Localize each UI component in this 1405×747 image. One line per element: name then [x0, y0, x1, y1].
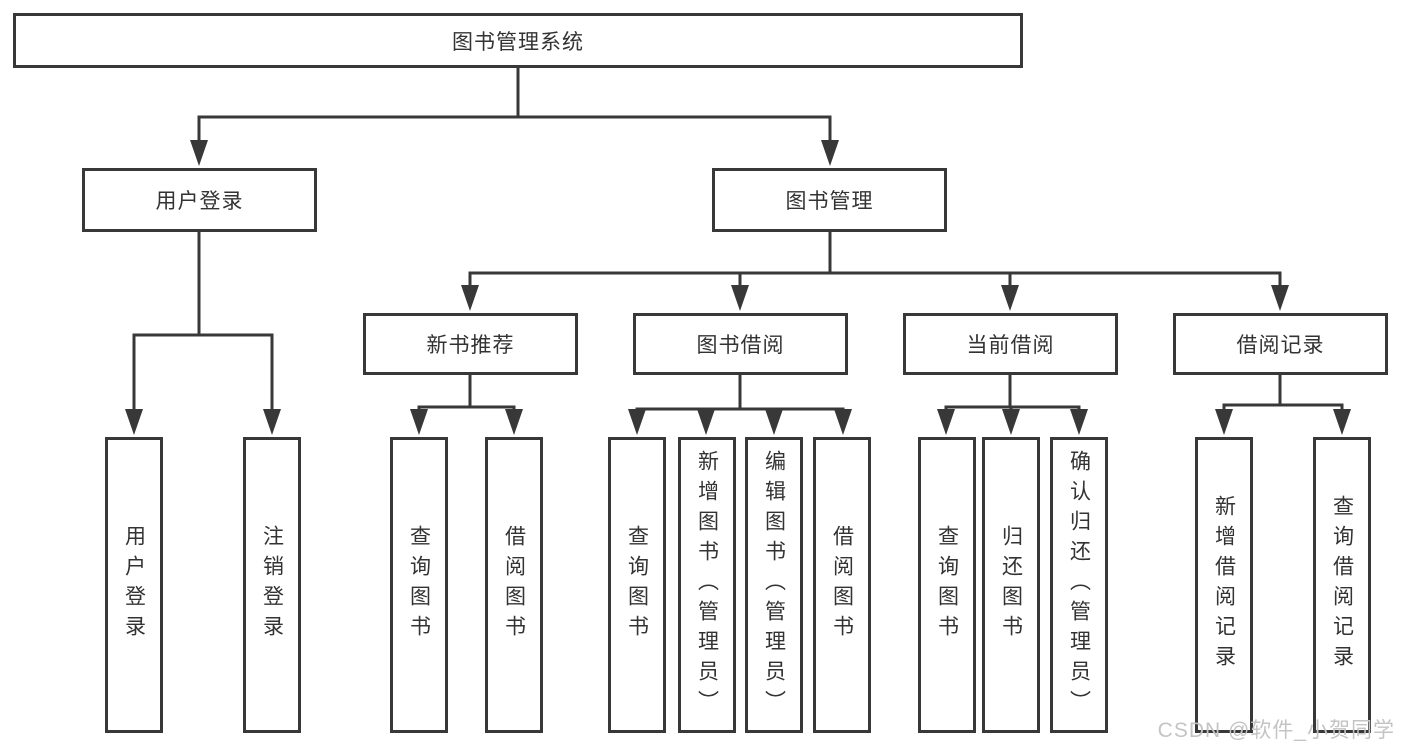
node-book-management-label: 图书管理	[785, 190, 874, 213]
flow-arrowhead-icon	[821, 140, 839, 166]
leaf-edit-books-admin: 编辑图书（管理员）	[745, 437, 803, 733]
flow-arrowhead-icon	[1001, 285, 1019, 311]
leaf-query-books-borrow-label: 查询图书	[625, 525, 649, 645]
node-user-login: 用户登录	[82, 168, 317, 232]
leaf-return-books-label: 归还图书	[999, 525, 1023, 645]
leaf-logout: 注销登录	[243, 437, 301, 733]
node-book-borrowing-label: 图书借阅	[696, 334, 785, 357]
root-node-library-system: 图书管理系统	[13, 13, 1023, 68]
node-user-login-label: 用户登录	[155, 190, 244, 213]
leaf-user-login: 用户登录	[105, 437, 163, 733]
leaf-borrow-books: 借阅图书	[813, 437, 871, 733]
flow-arrowhead-icon	[937, 409, 955, 435]
flow-arrowhead-icon	[834, 409, 852, 435]
leaf-query-borrow-record-label: 查询借阅记录	[1330, 495, 1354, 675]
flow-arrowhead-icon	[1271, 285, 1289, 311]
flow-arrowhead-icon	[263, 409, 281, 435]
node-book-management: 图书管理	[712, 168, 947, 232]
root-node-label: 图书管理系统	[452, 30, 584, 54]
leaf-add-books-admin-label: 新增图书（管理员）	[695, 450, 719, 720]
leaf-confirm-return-admin-label: 确认归还（管理员）	[1067, 450, 1091, 720]
leaf-query-books-current-label: 查询图书	[935, 525, 959, 645]
flow-arrowhead-icon	[410, 409, 428, 435]
leaf-logout-label: 注销登录	[260, 525, 284, 645]
leaf-add-borrow-record-label: 新增借阅记录	[1212, 495, 1236, 675]
flow-arrowhead-icon	[765, 409, 783, 435]
node-book-borrowing: 图书借阅	[633, 313, 848, 375]
flow-arrowhead-icon	[697, 409, 715, 435]
leaf-confirm-return-admin: 确认归还（管理员）	[1050, 437, 1108, 733]
leaf-borrow-books-label: 借阅图书	[830, 525, 854, 645]
flow-arrowhead-icon	[628, 409, 646, 435]
node-new-book-recommendation: 新书推荐	[363, 313, 578, 375]
leaf-edit-books-admin-label: 编辑图书（管理员）	[762, 450, 786, 720]
flow-arrowhead-icon	[1215, 409, 1233, 435]
leaf-return-books: 归还图书	[982, 437, 1040, 733]
leaf-borrow-books-recommend-label: 借阅图书	[502, 525, 526, 645]
leaf-query-borrow-record: 查询借阅记录	[1313, 437, 1371, 733]
flow-arrowhead-icon	[125, 409, 143, 435]
leaf-query-books-borrow: 查询图书	[608, 437, 666, 733]
leaf-query-books-current: 查询图书	[918, 437, 976, 733]
flow-arrowhead-icon	[1333, 409, 1351, 435]
flow-arrowhead-icon	[1002, 409, 1020, 435]
node-new-book-recommendation-label: 新书推荐	[426, 334, 515, 357]
node-borrowing-records: 借阅记录	[1173, 313, 1388, 375]
flow-arrowhead-icon	[731, 285, 749, 311]
leaf-query-books-recommend: 查询图书	[390, 437, 448, 733]
leaf-user-login-label: 用户登录	[122, 525, 146, 645]
flow-arrowhead-icon	[461, 285, 479, 311]
flow-arrowhead-icon	[1070, 409, 1088, 435]
leaf-query-books-recommend-label: 查询图书	[407, 525, 431, 645]
csdn-watermark: CSDN @软件_小贺同学	[1157, 719, 1395, 742]
flow-arrowhead-icon	[505, 409, 523, 435]
leaf-add-books-admin: 新增图书（管理员）	[678, 437, 736, 733]
flow-arrowhead-icon	[190, 140, 208, 166]
leaf-borrow-books-recommend: 借阅图书	[485, 437, 543, 733]
leaf-add-borrow-record: 新增借阅记录	[1195, 437, 1253, 733]
node-current-borrowing-label: 当前借阅	[966, 334, 1055, 357]
node-current-borrowing: 当前借阅	[903, 313, 1118, 375]
node-borrowing-records-label: 借阅记录	[1236, 334, 1325, 357]
